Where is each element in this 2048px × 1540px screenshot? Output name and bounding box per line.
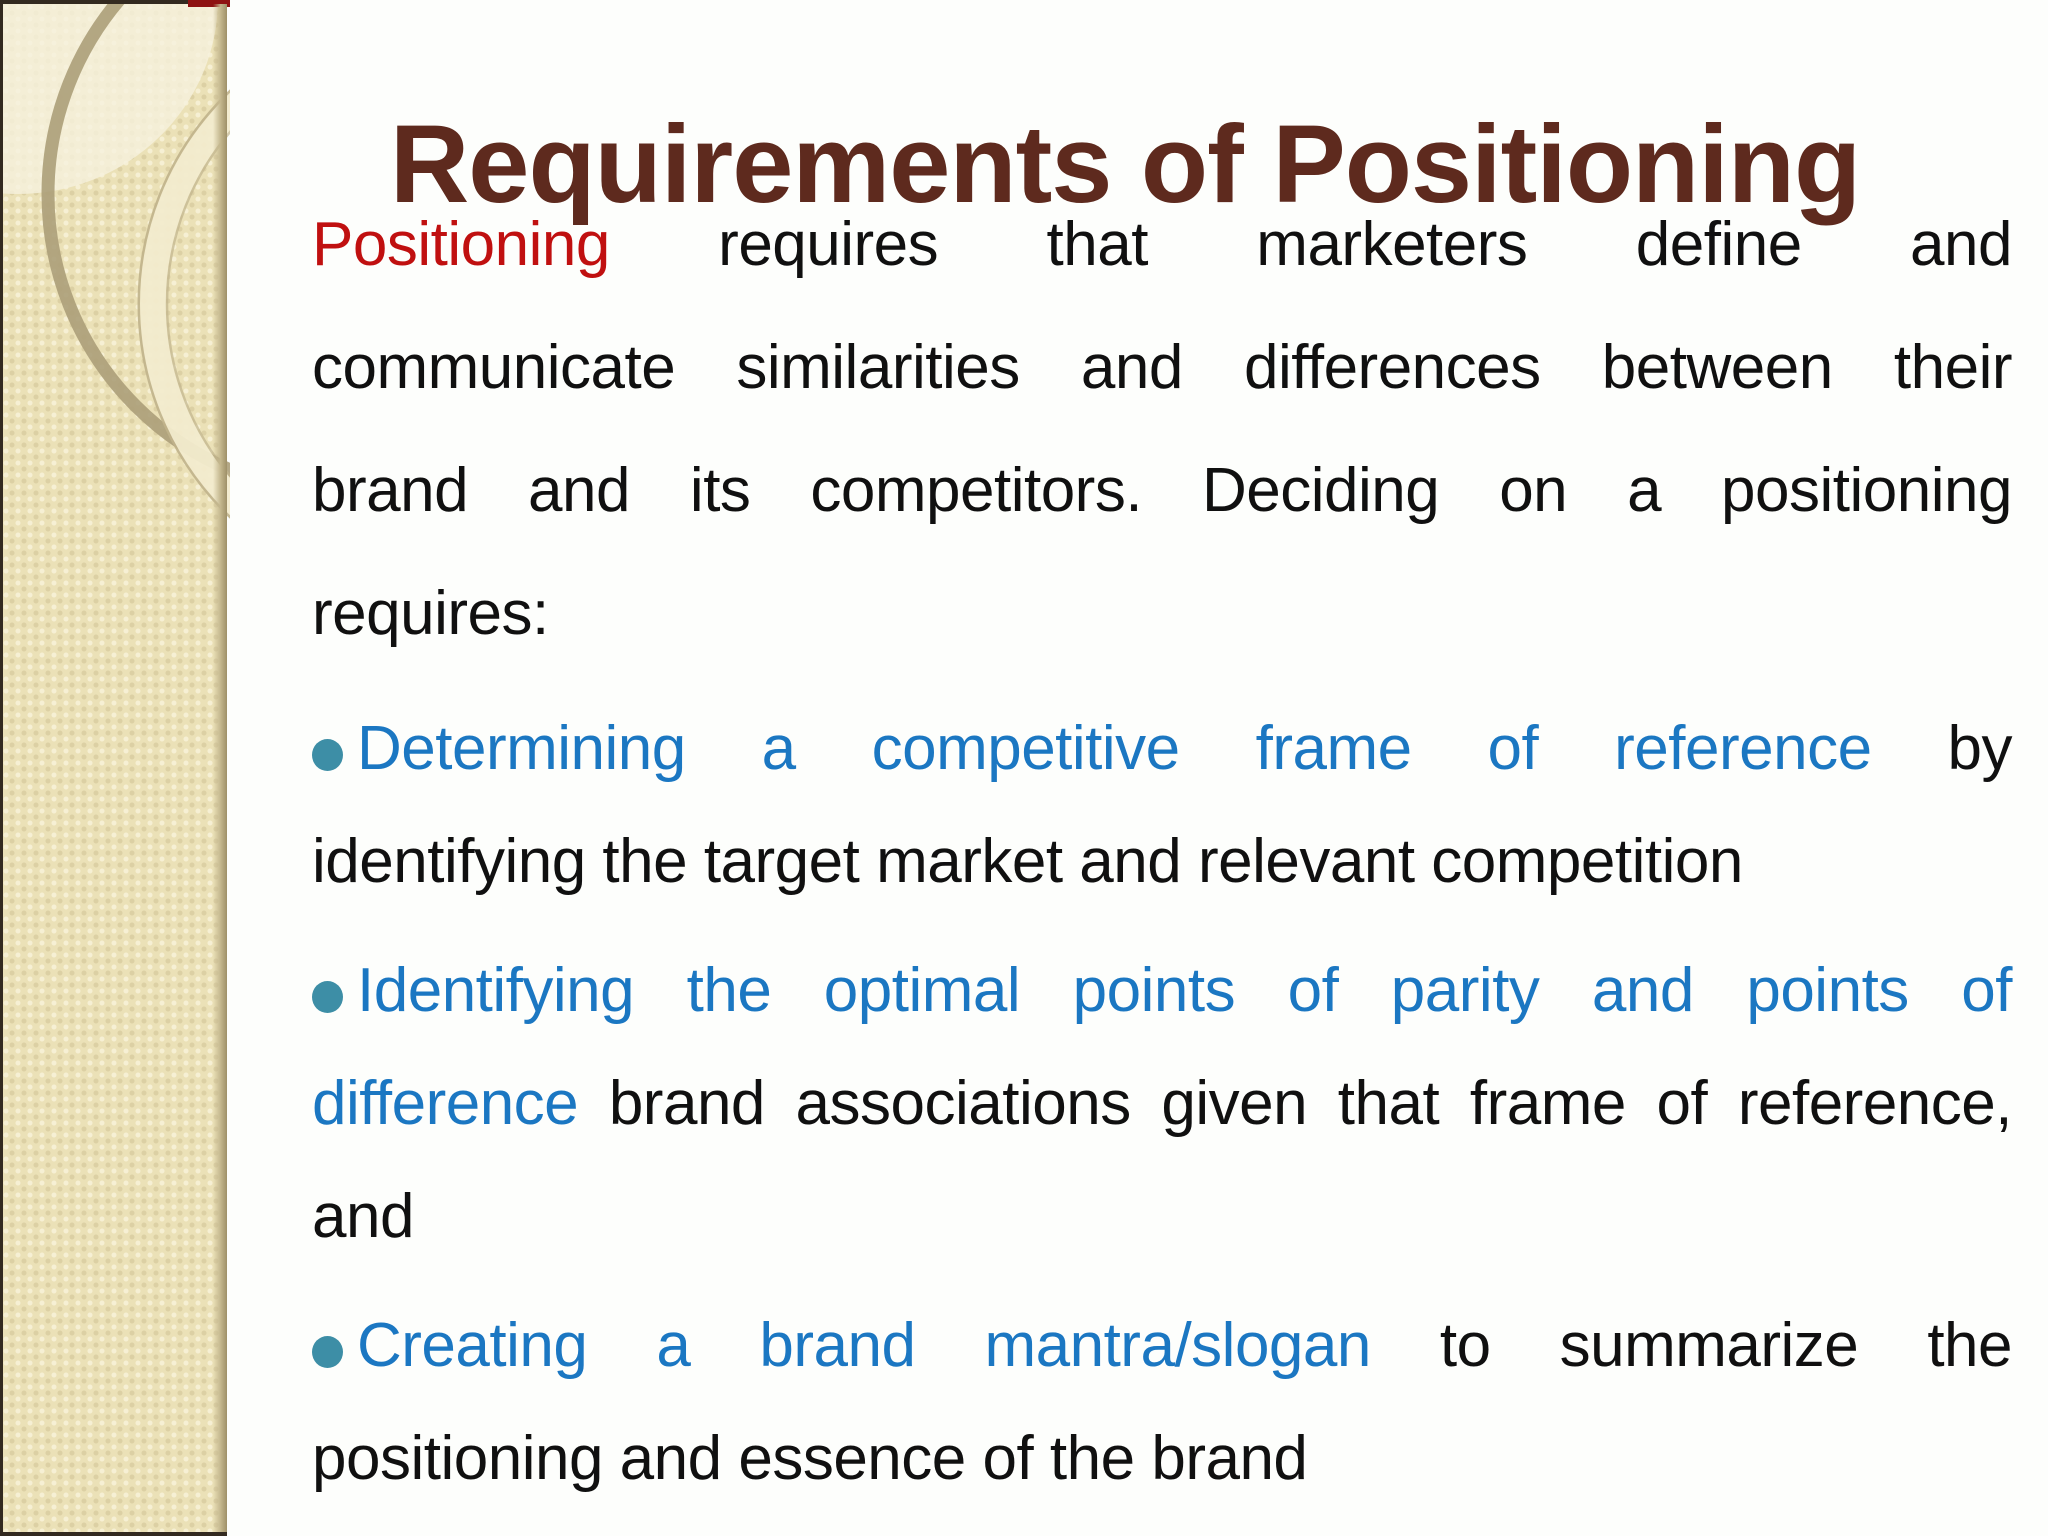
- bullet-text: and: [312, 1182, 414, 1251]
- bullet-text: by: [1871, 714, 2013, 783]
- bullet-line: difference brand associations given that…: [312, 1047, 2012, 1160]
- bullet-highlight: Determining a competitive frame of refer…: [357, 714, 1872, 783]
- bullet-item-frame-of-reference: Determining a competitive frame of refer…: [312, 692, 2013, 918]
- bullet-highlight: difference: [312, 1069, 579, 1138]
- bullet-line: Identifying the optimal points of parity…: [312, 934, 2013, 1047]
- bullet-line: positioning and essence of the brand: [312, 1402, 2012, 1515]
- bullet-dot-icon: [312, 981, 343, 1013]
- sidebar-red-accent: [188, 0, 230, 7]
- bullet-line: identifying the target market and releva…: [312, 805, 2012, 918]
- paragraph-line: requires:: [312, 552, 2012, 675]
- paragraph-line: Positioning requires that marketers defi…: [312, 183, 2013, 306]
- decorative-ring-rim-inner: [165, 130, 230, 478]
- bullet-item-brand-mantra: Creating a brand mantra/slogan to summar…: [312, 1289, 2013, 1515]
- decorative-ring-rim-outer: [137, 89, 230, 519]
- bullet-dot-icon: [312, 739, 343, 771]
- bullet-highlight: Creating a brand mantra/slogan: [357, 1311, 1371, 1380]
- intro-paragraph: Positioning requires that marketers defi…: [312, 183, 2013, 675]
- decorative-sidebar: [0, 0, 230, 1536]
- bullet-list: Determining a competitive frame of refer…: [312, 692, 2013, 1531]
- paragraph-text: requires:: [312, 579, 549, 648]
- bullet-text: to summarize the: [1370, 1311, 2013, 1380]
- keyword-positioning: Positioning: [312, 210, 610, 279]
- paragraph-text: requires that marketers define and: [609, 210, 2012, 279]
- sidebar-edge-shadow: [213, 4, 227, 1532]
- paragraph-line: brand and its competitors. Deciding on a…: [312, 429, 2013, 552]
- bullet-item-points-of-parity: Identifying the optimal points of parity…: [312, 934, 2013, 1273]
- paragraph-text: communicate similarities and differences…: [312, 333, 2013, 402]
- bullet-text: identifying the target market and releva…: [312, 827, 1743, 896]
- bullet-line: and: [312, 1160, 2012, 1273]
- bullet-line: Creating a brand mantra/slogan to summar…: [312, 1289, 2013, 1402]
- bullet-line: Determining a competitive frame of refer…: [312, 692, 2013, 805]
- slide-title: Requirements of Positioning: [389, 102, 1861, 226]
- bullet-text: brand associations given that frame of r…: [578, 1069, 2013, 1138]
- paragraph-line: communicate similarities and differences…: [312, 306, 2013, 429]
- paragraph-text: brand and its competitors. Deciding on a…: [312, 456, 2013, 525]
- decorative-ring-tan: [41, 4, 230, 477]
- bullet-highlight: Identifying the optimal points of parity…: [357, 956, 2013, 1025]
- sidebar-circles-decoration: [3, 4, 230, 519]
- decorative-ring-cream: [140, 92, 230, 516]
- bullet-dot-icon: [312, 1336, 343, 1368]
- bullet-text: positioning and essence of the brand: [312, 1424, 1308, 1493]
